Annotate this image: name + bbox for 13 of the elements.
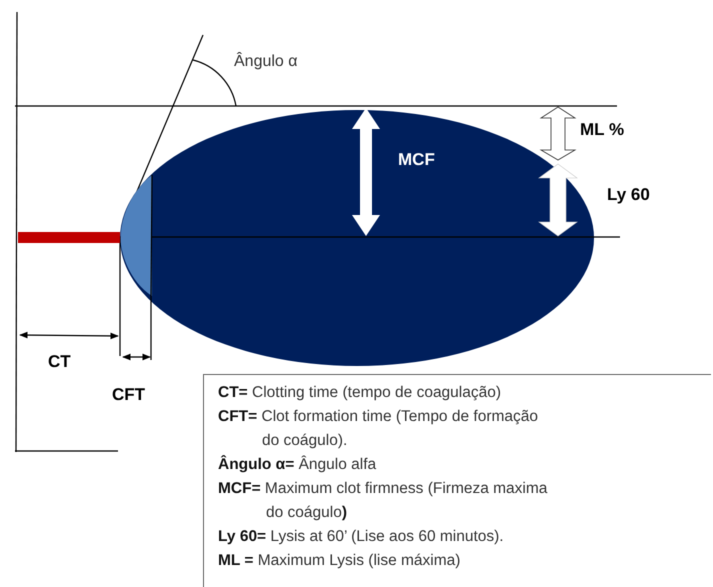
definition-text: MCF= Maximum clot firmness (Firmeza maxima do coágulo) xyxy=(218,479,548,523)
ml-label: ML % xyxy=(580,120,624,140)
angle-label: Ângulo α xyxy=(234,52,298,72)
definition-text: Ly 60= Lysis at 60’ (Lise aos 60 minutos). xyxy=(218,527,505,547)
ly60-label: Ly 60 xyxy=(607,185,650,205)
definition-text: CFT= Clot formation time (Tempo de formação do coágulo). xyxy=(218,407,540,451)
definition-text: ML = Maximum Lysis (lise máxima) xyxy=(218,551,462,571)
ct-label: CT xyxy=(48,352,71,372)
definition-text: CT= Clotting time (tempo de coagulação) xyxy=(218,383,502,403)
definition-text: Ângulo α= Ângulo alfa xyxy=(218,454,378,475)
mcf-label: MCF xyxy=(398,150,435,170)
definitions-box xyxy=(203,374,711,587)
cft-label: CFT xyxy=(112,385,146,405)
